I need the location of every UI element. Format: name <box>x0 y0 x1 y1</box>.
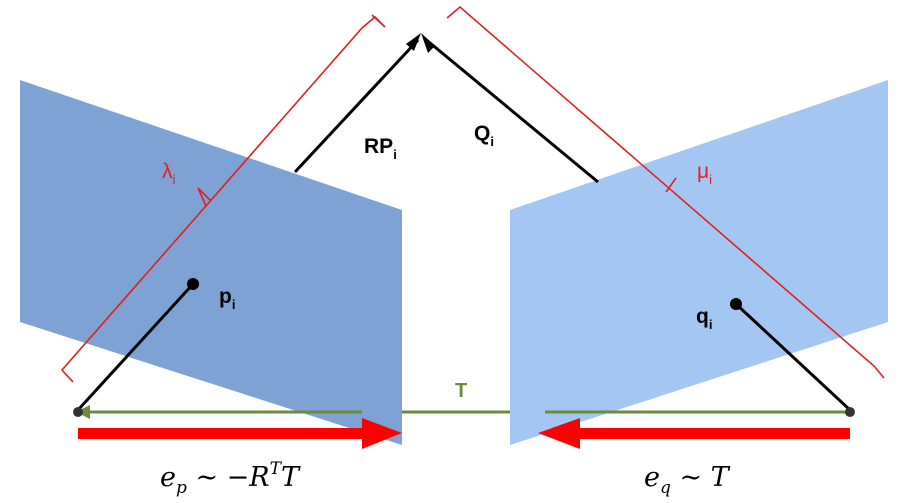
label-mu: μi <box>697 160 712 187</box>
rays <box>293 33 599 184</box>
right-image-plane <box>510 80 888 445</box>
label-t: T <box>455 380 467 402</box>
ray-right-to-point <box>423 36 599 184</box>
label-q: Qi <box>474 122 494 149</box>
right-camera-center <box>845 407 855 417</box>
label-rp: RPi <box>364 135 397 162</box>
epipole-left-arrow <box>78 418 402 449</box>
arrowhead-right-ray <box>421 33 435 53</box>
epipole-right-arrow <box>538 418 850 449</box>
point-q <box>730 298 742 310</box>
label-lambda: λi <box>162 160 176 187</box>
label-p: pi <box>219 285 235 312</box>
left-camera-center <box>73 407 83 417</box>
left-image-plane <box>20 80 402 445</box>
equation-ep: ep ∼ −RTT <box>160 459 301 498</box>
lambda-bracket <box>60 14 386 383</box>
segment-left-camera-to-p <box>76 282 195 412</box>
label-q-point: qi <box>696 305 712 332</box>
equation-eq: eq ∼ T <box>644 462 731 498</box>
segment-right-camera-to-q <box>734 302 852 412</box>
arrowhead-left-ray <box>406 33 421 51</box>
ray-left-to-point <box>293 38 420 174</box>
mu-bracket <box>446 5 885 379</box>
point-p <box>187 278 199 290</box>
